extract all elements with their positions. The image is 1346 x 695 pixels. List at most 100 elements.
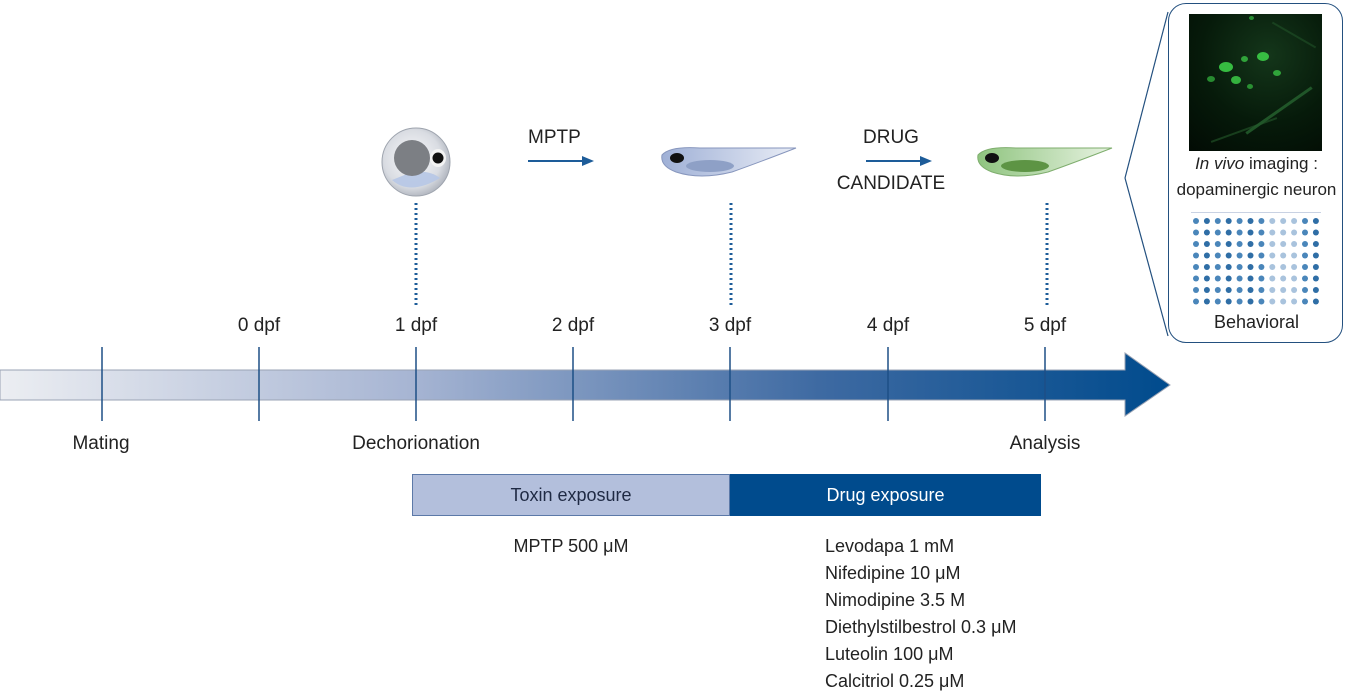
well-dot <box>1225 241 1232 247</box>
well-dot <box>1312 298 1319 305</box>
well-dot <box>1203 218 1210 224</box>
well-dot <box>1247 241 1254 247</box>
drug-dose-item: Luteolin 100 μM <box>825 644 954 664</box>
in-vivo-text: In vivo <box>1195 154 1245 173</box>
well-dot <box>1258 275 1265 282</box>
timeline-arrow <box>0 352 1171 417</box>
well-dot <box>1291 252 1298 259</box>
well-dot <box>1214 287 1221 293</box>
day-label-1: 1 dpf <box>394 315 438 336</box>
well-dot <box>1291 298 1298 305</box>
dopaminergic-caption: dopaminergic neuron <box>1176 180 1337 199</box>
drug-exposure-bar: Drug exposure <box>730 474 1041 516</box>
well-dot <box>1258 287 1265 293</box>
analysis-side-panel: In vivo imaging : dopaminergic neuron Be… <box>1168 3 1343 343</box>
well-dot <box>1247 218 1254 224</box>
well-dot <box>1302 287 1308 293</box>
well-dot <box>1247 298 1254 305</box>
well-dot <box>1258 241 1265 247</box>
well-dot <box>1236 287 1243 293</box>
well-dot <box>1269 229 1276 236</box>
well-dot <box>1225 298 1232 305</box>
well-dot <box>1193 218 1199 224</box>
stage-arrows <box>528 156 932 166</box>
drug-dose-item: Nimodipine 3.5 M <box>825 590 966 610</box>
well-dot <box>1247 252 1254 259</box>
well-dot <box>1236 275 1243 282</box>
well-dot <box>1214 218 1221 224</box>
day-label-2: 2 dpf <box>551 315 595 336</box>
well-dot <box>1269 287 1276 293</box>
drug-dose-item: Nifedipine 10 μM <box>825 563 961 583</box>
well-dot <box>1236 241 1243 247</box>
well-dot <box>1302 252 1308 259</box>
drug-arrow-label-line2: CANDIDATE <box>836 173 946 194</box>
well-dot <box>1225 252 1232 259</box>
well-dot <box>1214 275 1221 282</box>
well-dot <box>1193 241 1199 247</box>
well-dot <box>1236 229 1243 236</box>
well-dot <box>1214 229 1221 236</box>
well-dot <box>1225 275 1232 282</box>
day-label-0: 0 dpf <box>237 315 281 336</box>
well-dot <box>1258 218 1265 224</box>
well-dot <box>1312 241 1319 247</box>
fluorescence-image <box>1189 14 1322 151</box>
well-dot <box>1312 264 1319 270</box>
behavioral-label: Behavioral <box>1213 312 1300 332</box>
well-dot <box>1247 287 1254 293</box>
well-dot <box>1214 298 1221 305</box>
event-mating: Mating <box>72 433 130 454</box>
well-dot <box>1280 218 1287 224</box>
well-dot <box>1302 298 1308 305</box>
well-dot <box>1269 264 1276 270</box>
well-dot <box>1247 264 1254 270</box>
well-dot <box>1258 229 1265 236</box>
well-dot <box>1269 218 1276 224</box>
well-dot <box>1214 241 1221 247</box>
well-dot <box>1280 275 1287 282</box>
drug-arrow-label-line1: DRUG <box>863 127 919 148</box>
well-dot <box>1280 298 1287 305</box>
well-dot <box>1312 275 1319 282</box>
egg-embryo-icon <box>381 127 451 197</box>
well-dot <box>1225 218 1232 224</box>
well-dot <box>1247 275 1254 282</box>
well-dot <box>1291 287 1298 293</box>
well-dot <box>1193 264 1199 270</box>
well-dot <box>1236 298 1243 305</box>
well-dot <box>1291 241 1298 247</box>
well-dot <box>1193 229 1199 236</box>
well-dot <box>1312 218 1319 224</box>
drug-dose-item: Diethylstilbestrol 0.3 μM <box>825 617 1017 637</box>
well-dot <box>1280 264 1287 270</box>
well-dot <box>1203 229 1210 236</box>
well-dot <box>1258 264 1265 270</box>
well-dot <box>1193 298 1199 305</box>
well-dot <box>1280 252 1287 259</box>
well-dot <box>1236 264 1243 270</box>
well-dot <box>1258 252 1265 259</box>
day-label-4: 4 dpf <box>866 315 910 336</box>
drug-dose-item: Calcitriol 0.25 μM <box>825 671 965 691</box>
timeline-ticks <box>101 347 1046 421</box>
well-dot <box>1280 287 1287 293</box>
imaging-text: imaging : <box>1244 154 1318 173</box>
well-dot <box>1225 264 1232 270</box>
imaging-caption: In vivo imaging : <box>1169 154 1344 174</box>
larva-5dpf-icon <box>977 147 1113 177</box>
larva-3dpf-icon <box>661 147 797 177</box>
mptp-arrow-label: MPTP <box>528 127 581 148</box>
well-dot <box>1269 241 1276 247</box>
day-label-5: 5 dpf <box>1023 315 1067 336</box>
well-dot <box>1193 275 1199 282</box>
well-dot <box>1280 241 1287 247</box>
well-dot <box>1269 252 1276 259</box>
well-dot <box>1302 241 1308 247</box>
dotted-connectors <box>414 203 1049 305</box>
well-dot <box>1203 275 1210 282</box>
well-dot <box>1291 275 1298 282</box>
well-dot <box>1302 218 1308 224</box>
